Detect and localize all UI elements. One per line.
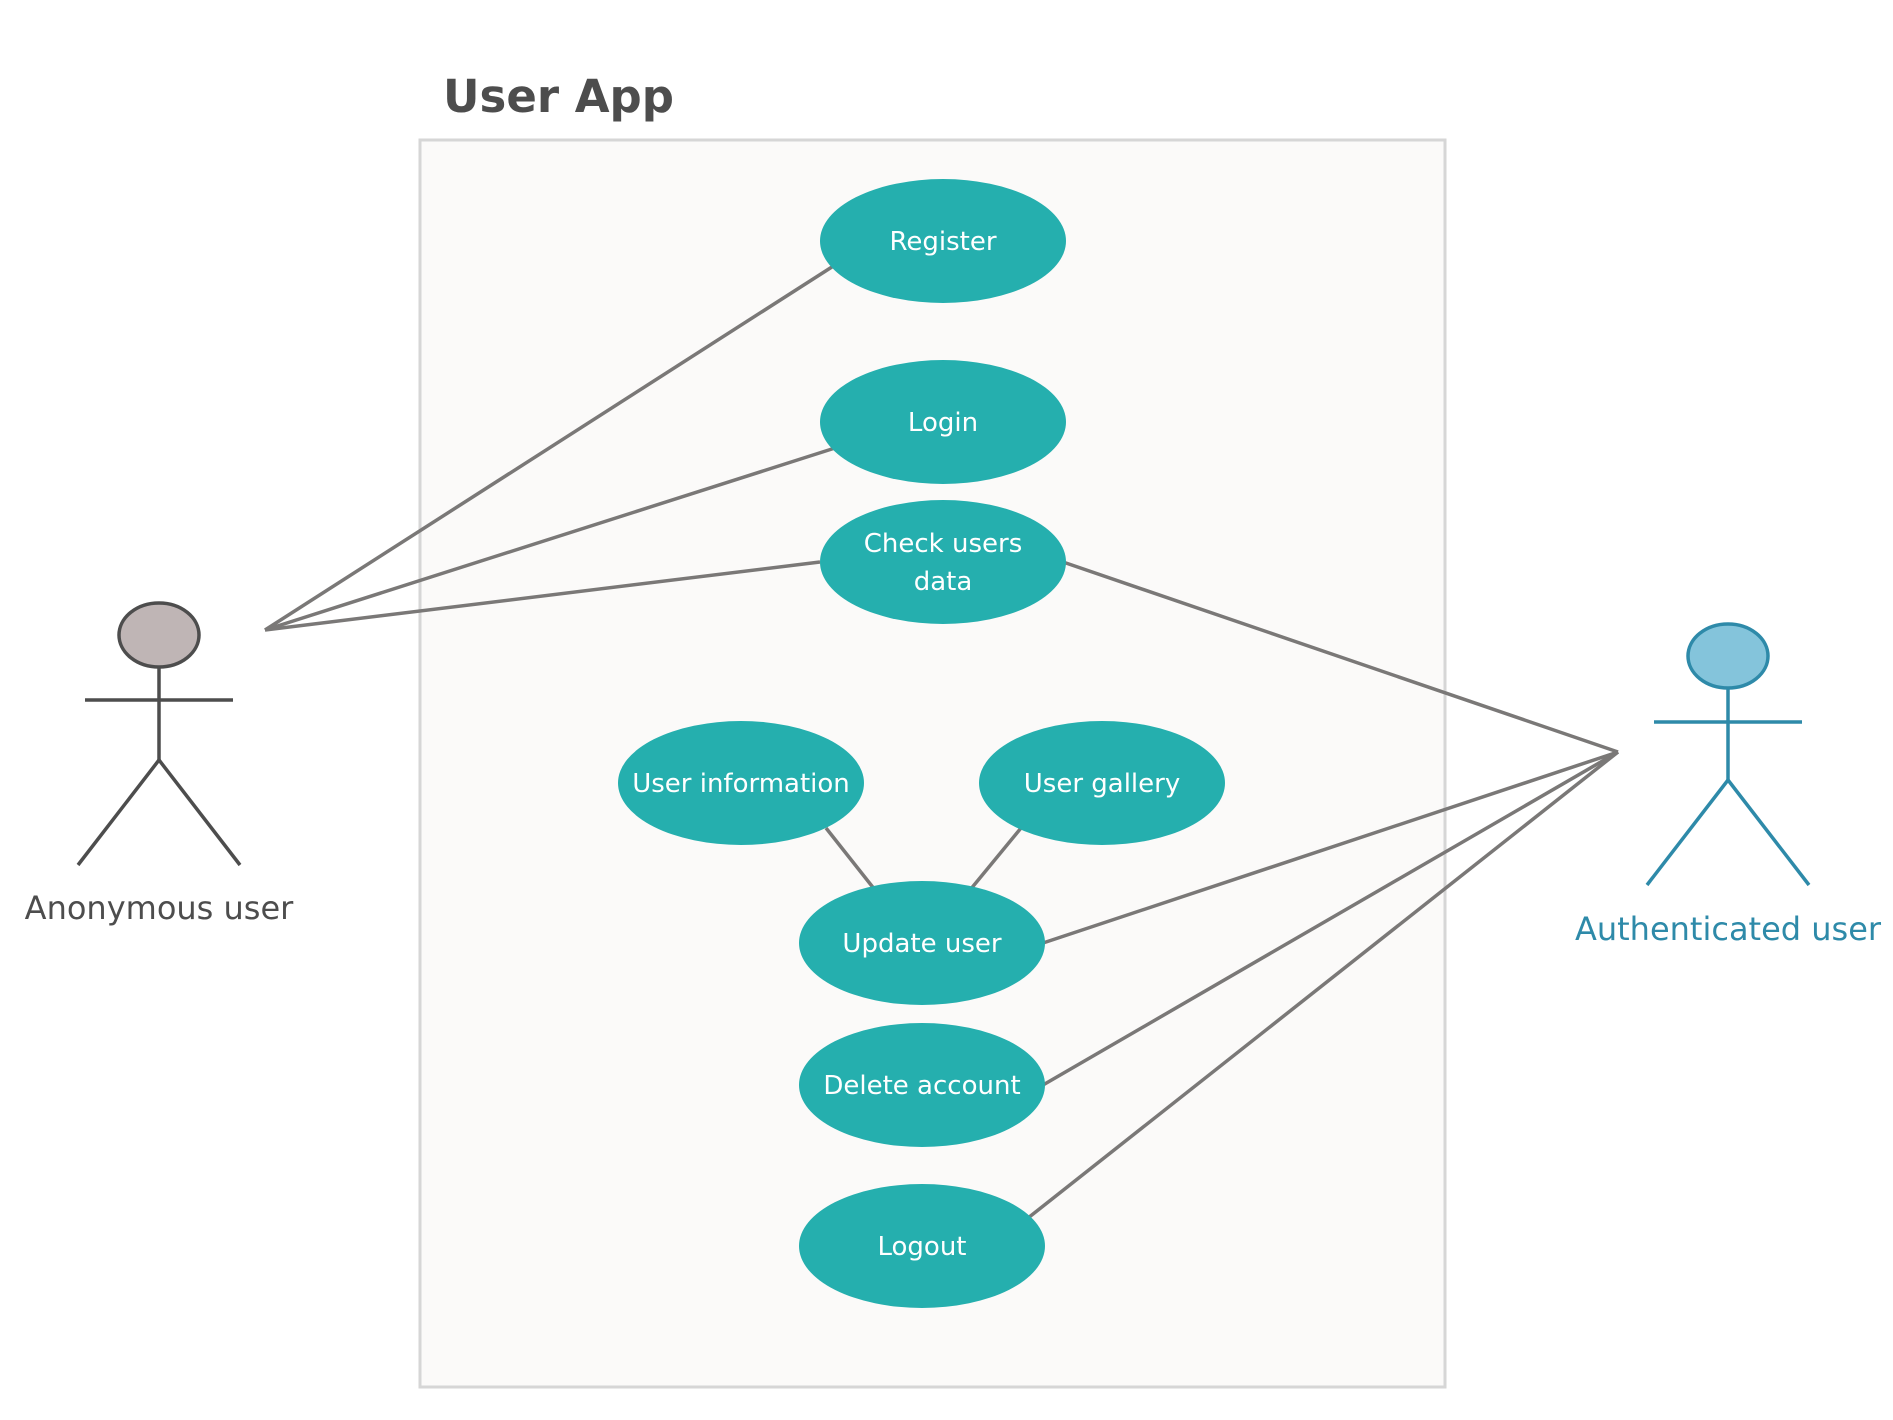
usecase-user-information[interactable]: User information [618, 721, 864, 845]
association-authenticated-check-users-data [1062, 560, 1619, 754]
usecase-register-label: Register [889, 227, 996, 257]
usecase-login[interactable]: Login [820, 360, 1066, 484]
relation-user-information-update-user [824, 826, 877, 892]
usecase-delete-account-label: Delete account [823, 1071, 1020, 1101]
usecase-check-users-data[interactable]: Check users data [820, 500, 1066, 624]
actor-anonymous-user[interactable]: Anonymous user [25, 601, 294, 927]
usecase-logout[interactable]: Logout [799, 1184, 1045, 1308]
usecase-check-users-data-label-line1: Check users [864, 529, 1023, 559]
actor-authenticated-user-label: Authenticated user [1575, 910, 1882, 948]
stick-figure-icon [1645, 622, 1811, 887]
stick-figure-icon [76, 601, 242, 867]
association-anonymous-login [264, 446, 836, 632]
usecase-user-gallery-label: User gallery [1024, 769, 1180, 799]
system-title: User App [443, 70, 674, 123]
usecase-register[interactable]: Register [820, 179, 1066, 303]
association-authenticated-update-user [1042, 750, 1619, 945]
usecase-login-label: Login [908, 408, 978, 438]
usecase-user-gallery[interactable]: User gallery [979, 721, 1225, 845]
usecase-check-users-data-label-line2: data [914, 567, 973, 597]
usecase-update-user-label: Update user [842, 929, 1001, 959]
association-anonymous-register [264, 263, 836, 632]
association-anonymous-check-users-data [264, 560, 821, 632]
usecase-user-information-label: User information [632, 769, 850, 799]
relation-user-gallery-update-user [968, 826, 1023, 892]
usecase-update-user[interactable]: Update user [799, 881, 1045, 1005]
usecase-logout-label: Logout [877, 1232, 966, 1262]
actor-anonymous-user-label: Anonymous user [25, 889, 294, 927]
association-authenticated-delete-account [1042, 750, 1619, 1087]
usecase-delete-account[interactable]: Delete account [799, 1023, 1045, 1147]
system-boundary [418, 138, 1447, 1389]
actor-authenticated-user[interactable]: Authenticated user [1575, 622, 1882, 948]
association-authenticated-logout [1026, 750, 1620, 1220]
